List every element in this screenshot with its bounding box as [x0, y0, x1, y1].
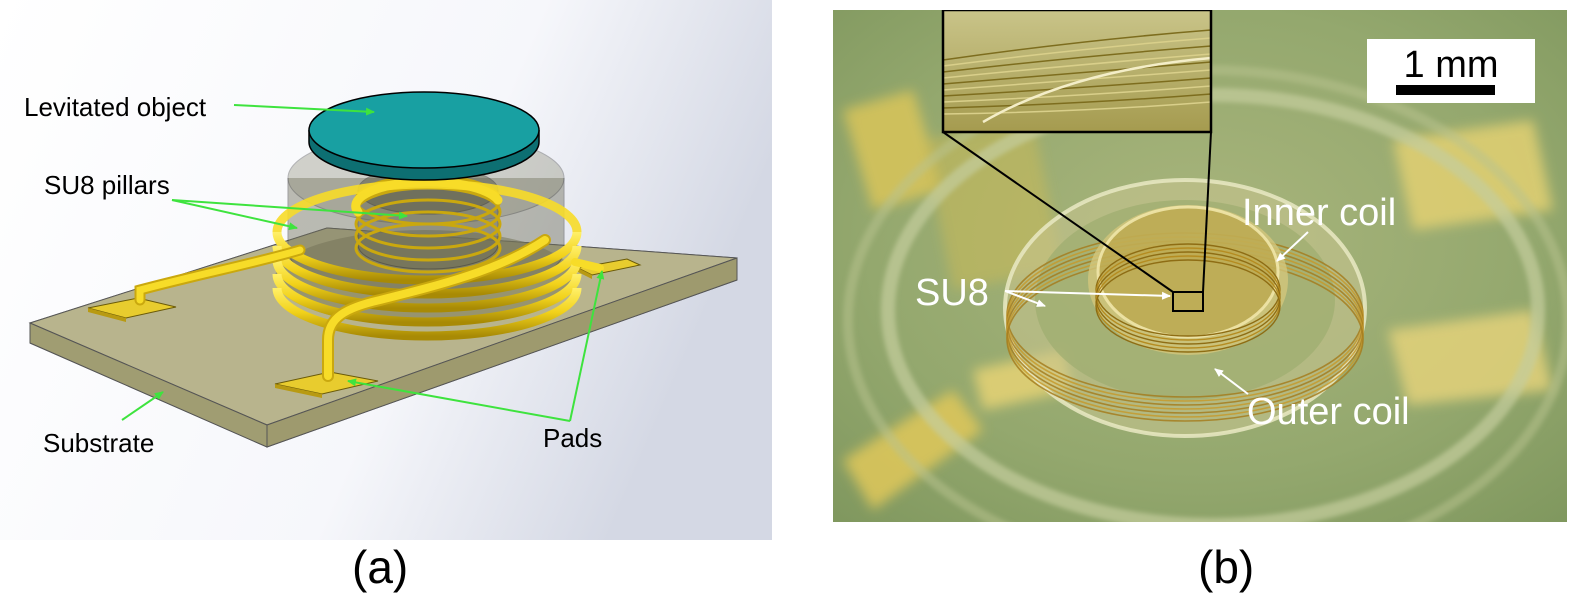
- label-outer-coil: Outer coil: [1247, 391, 1410, 433]
- label-inner-coil: Inner coil: [1242, 192, 1396, 234]
- label-su8: SU8: [915, 272, 989, 314]
- zoom-region-marker: [1172, 291, 1204, 312]
- label-su8-pillars: SU8 pillars: [44, 170, 170, 200]
- label-pads: Pads: [543, 423, 602, 453]
- zoom-connector-left: [942, 131, 1174, 293]
- zoom-inset: [941, 10, 1213, 134]
- cad-illustration: Levitated object SU8 pillars Substrate P…: [0, 0, 772, 540]
- caption-panel-b: (b): [1198, 541, 1255, 593]
- caption-panel-a: (a): [352, 541, 409, 593]
- zoom-connector-right: [1202, 131, 1212, 293]
- photo-illustration: 1 mm Inner coil SU8 Outer coil: [833, 10, 1567, 522]
- scale-bar: 1 mm: [1367, 39, 1535, 103]
- panel-b-annotation-arrows: [1004, 231, 1309, 395]
- lead-wires: [134, 234, 604, 382]
- label-substrate: Substrate: [43, 428, 154, 458]
- inner-coil: [1095, 243, 1281, 353]
- levitated-object-disk: [308, 91, 540, 181]
- panel-b-photograph: 1 mm Inner coil SU8 Outer coil: [833, 10, 1567, 522]
- scale-bar-line: [1396, 85, 1495, 95]
- label-levitated-object: Levitated object: [24, 92, 207, 122]
- panel-a-cad-model: Levitated object SU8 pillars Substrate P…: [0, 0, 772, 540]
- pads: [87, 258, 642, 398]
- outer-coil: [272, 179, 582, 341]
- scale-bar-label: 1 mm: [1404, 44, 1499, 86]
- su8-inner-ring: [1088, 205, 1288, 355]
- panel-a-annotation-arrows: [121, 104, 605, 422]
